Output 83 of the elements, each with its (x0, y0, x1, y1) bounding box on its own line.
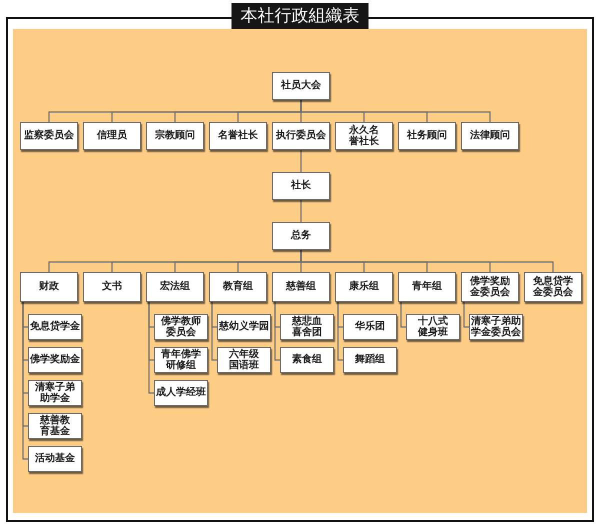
unit-name: 六年级国语班 (228, 348, 260, 372)
org-unit-box (28, 380, 82, 406)
org-unit-box (398, 122, 456, 150)
connector-line (274, 302, 280, 361)
connector-line (337, 302, 343, 361)
connector-line (300, 150, 302, 172)
unit-name: 名誉社长 (218, 130, 258, 142)
org-unit-box (217, 314, 271, 340)
unit-name: 免息贷学金 (30, 321, 80, 333)
org-unit-box (28, 314, 82, 340)
connector-line (300, 100, 491, 122)
org-unit-box (154, 314, 208, 340)
org-unit-box (20, 122, 78, 150)
connector-line (211, 302, 217, 361)
unit-name: 法律顾问 (470, 130, 510, 142)
unit-name: 慈善教育基金 (38, 414, 71, 438)
connector-line (22, 302, 28, 460)
unit-name: 十八式健身班 (416, 316, 449, 338)
org-unit-box (461, 272, 519, 302)
org-unit-box (524, 272, 582, 302)
unit-name: 永久名誉社长 (348, 124, 380, 148)
org-unit-box (335, 122, 393, 150)
unit-name: 佛学奖励金委员会 (468, 276, 511, 298)
org-unit-box (154, 380, 208, 406)
org-unit-box (406, 314, 460, 340)
diagram-title: 本社行政組織表 (232, 3, 368, 29)
unit-name: 监察委员会 (24, 130, 74, 142)
org-unit-box (83, 272, 141, 302)
connector-line (463, 302, 469, 328)
org-unit-box (335, 272, 393, 302)
org-unit-box (209, 122, 267, 150)
unit-name: 慈善组 (286, 281, 316, 293)
unit-name: 社长 (291, 180, 311, 192)
org-unit-box (343, 314, 397, 340)
org-unit-box (146, 272, 204, 302)
unit-name: 宗教顾问 (155, 130, 195, 142)
org-unit-box (217, 347, 271, 373)
unit-name: 宏法组 (160, 281, 190, 293)
org-unit-box (272, 72, 330, 100)
org-unit-box (280, 314, 334, 340)
unit-name: 执行委员会 (276, 130, 326, 142)
org-unit-box (461, 122, 519, 150)
org-unit-box (20, 272, 78, 302)
unit-name: 慈悲血喜舍团 (290, 316, 323, 338)
org-unit-box (209, 272, 267, 302)
org-unit-box (280, 347, 334, 373)
unit-name: 免息贷学金委员会 (532, 276, 574, 298)
unit-name: 康乐组 (349, 281, 379, 293)
unit-name: 社员大会 (281, 80, 321, 92)
unit-name: 佛学奖励金 (30, 354, 80, 366)
connector-line (400, 302, 406, 328)
org-unit-box (272, 222, 330, 250)
org-unit-box (272, 122, 330, 150)
connector-line (148, 302, 154, 394)
unit-name: 舞蹈组 (355, 354, 385, 366)
unit-name: 文书 (102, 281, 122, 293)
unit-name: 信理员 (97, 130, 127, 142)
connector-line (300, 200, 302, 222)
unit-name: 慈幼义学园 (219, 321, 269, 333)
unit-name: 素食组 (292, 354, 322, 366)
org-unit-box (272, 172, 330, 200)
unit-name: 青年佛学研修组 (160, 348, 202, 372)
unit-name: 清寒子弟助学金 (34, 382, 76, 404)
unit-name: 总务 (291, 230, 311, 242)
unit-name: 成人学经班 (156, 387, 206, 399)
unit-name: 活动基金 (35, 453, 75, 465)
org-unit-box (272, 272, 330, 302)
unit-name: 华乐团 (355, 321, 385, 333)
connector-line (300, 250, 554, 272)
org-unit-box (343, 347, 397, 373)
unit-name: 财政 (39, 281, 59, 293)
org-unit-box (154, 347, 208, 373)
unit-name: 社务顾问 (407, 130, 447, 142)
unit-name: 清寒子弟助学金委员会 (471, 316, 521, 338)
org-unit-box (28, 413, 82, 439)
unit-name: 教育组 (223, 281, 253, 293)
org-unit-box (28, 347, 82, 373)
org-unit-box (146, 122, 204, 150)
org-unit-box (28, 446, 82, 472)
org-unit-box (398, 272, 456, 302)
org-unit-box (83, 122, 141, 150)
unit-name: 佛学教师委员会 (160, 316, 202, 338)
unit-name: 青年组 (412, 281, 442, 293)
